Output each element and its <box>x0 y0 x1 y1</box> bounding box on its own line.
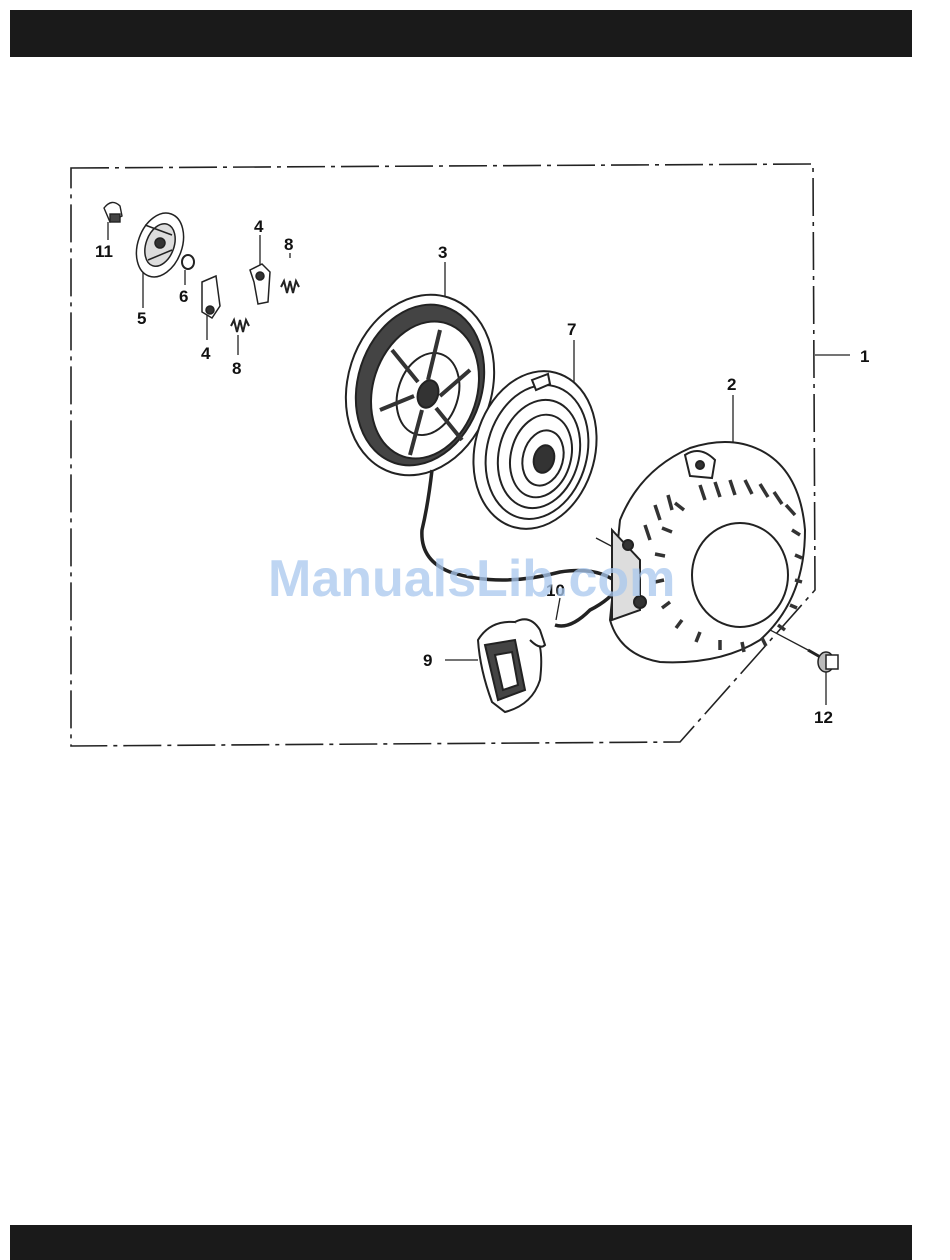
callout-4-upper: 4 <box>254 217 264 236</box>
callout-2: 2 <box>727 375 736 394</box>
callout-8-lower: 8 <box>232 359 241 378</box>
washer-icon <box>182 255 194 269</box>
callout-12: 12 <box>814 708 833 727</box>
starter-grip-icon <box>478 619 545 712</box>
callout-7: 7 <box>567 320 576 339</box>
pawl-spring-upper-icon <box>281 281 299 293</box>
watermark: ManualsLib.com <box>268 550 675 608</box>
callout-9: 9 <box>423 651 432 670</box>
callout-6: 6 <box>179 287 188 306</box>
callout-3: 3 <box>438 243 447 262</box>
callout-5: 5 <box>137 309 146 328</box>
ratchet-pawl-lower-icon <box>202 276 220 318</box>
ratchet-pawl-upper-icon <box>250 264 270 304</box>
callout-4-lower: 4 <box>201 344 211 363</box>
ratchet-guide-icon <box>128 206 192 283</box>
callout-11: 11 <box>95 242 113 261</box>
flange-bolt-icon <box>808 650 838 672</box>
center-screw-icon <box>104 202 122 222</box>
callout-8-upper: 8 <box>284 235 293 254</box>
pawl-spring-lower-icon <box>231 320 249 332</box>
callout-1: 1 <box>860 347 869 366</box>
